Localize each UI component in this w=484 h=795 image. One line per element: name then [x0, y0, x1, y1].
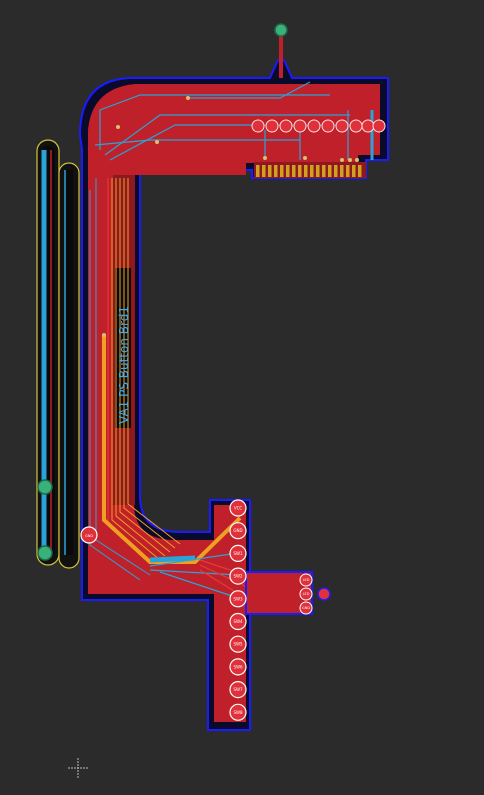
gold-finger — [340, 165, 344, 177]
pad-label: VCC — [234, 506, 243, 511]
pad-label: GND — [233, 528, 242, 533]
gold-finger — [346, 165, 350, 177]
gold-finger — [322, 165, 326, 177]
gold-finger — [304, 165, 308, 177]
button-pad — [229, 635, 247, 653]
top-pads-row — [251, 119, 386, 133]
mounting-pads — [37, 479, 53, 561]
smd-pad — [293, 119, 307, 133]
gold-finger — [280, 165, 284, 177]
pad-label: SW3 — [233, 596, 242, 601]
smd-pad — [349, 119, 363, 133]
left-pad: GND — [80, 526, 98, 544]
gold-finger — [274, 165, 278, 177]
smd-pad — [361, 119, 375, 133]
smd-pad — [307, 119, 321, 133]
crosshair-icon — [68, 758, 88, 778]
smd-pad — [321, 119, 335, 133]
side-pad-label: LED — [303, 592, 310, 596]
left-pad-label: GND — [85, 534, 93, 538]
pad-label: SW7 — [233, 687, 242, 692]
button-pad — [229, 680, 247, 699]
button-pad — [229, 522, 247, 540]
button-pad — [229, 499, 247, 517]
button-pad — [229, 658, 247, 676]
silk-title: VA1 PS Button Brd1 — [117, 306, 131, 424]
button-pad — [229, 544, 247, 563]
pad-label: SW5 — [233, 642, 242, 647]
gold-finger — [328, 165, 332, 177]
button-pad — [229, 612, 247, 631]
gold-finger — [358, 165, 362, 177]
gold-finger — [310, 165, 314, 177]
pad-label: SW6 — [233, 664, 242, 669]
button-pad — [229, 590, 247, 608]
side-branch — [245, 571, 331, 615]
pad-label: SW4 — [233, 619, 242, 624]
button-pad — [229, 567, 247, 585]
smd-pad — [251, 119, 265, 133]
gold-finger — [262, 165, 266, 177]
gold-finger — [316, 165, 320, 177]
top-traces — [94, 81, 374, 161]
gold-finger — [268, 165, 272, 177]
smd-pad — [372, 119, 386, 133]
gold-finger — [292, 165, 296, 177]
smd-pad — [335, 119, 349, 133]
gold-finger — [352, 165, 356, 177]
vias — [102, 96, 359, 337]
pad-label: SW2 — [233, 574, 242, 579]
smd-pad — [265, 119, 279, 133]
channel-traces — [89, 178, 242, 581]
gold-finger — [334, 165, 338, 177]
gold-finger — [286, 165, 290, 177]
side-pad-label: LED — [303, 578, 310, 582]
button-pad — [229, 703, 247, 721]
pad-label: SW1 — [233, 551, 242, 556]
top-stub — [274, 23, 288, 78]
smd-pad — [279, 119, 293, 133]
side-pad-label: GND — [302, 606, 310, 610]
gold-finger — [256, 165, 260, 177]
gold-finger — [298, 165, 302, 177]
left-arm — [36, 139, 80, 569]
pad-label: SW8 — [233, 710, 242, 715]
edge-connector — [254, 162, 366, 178]
